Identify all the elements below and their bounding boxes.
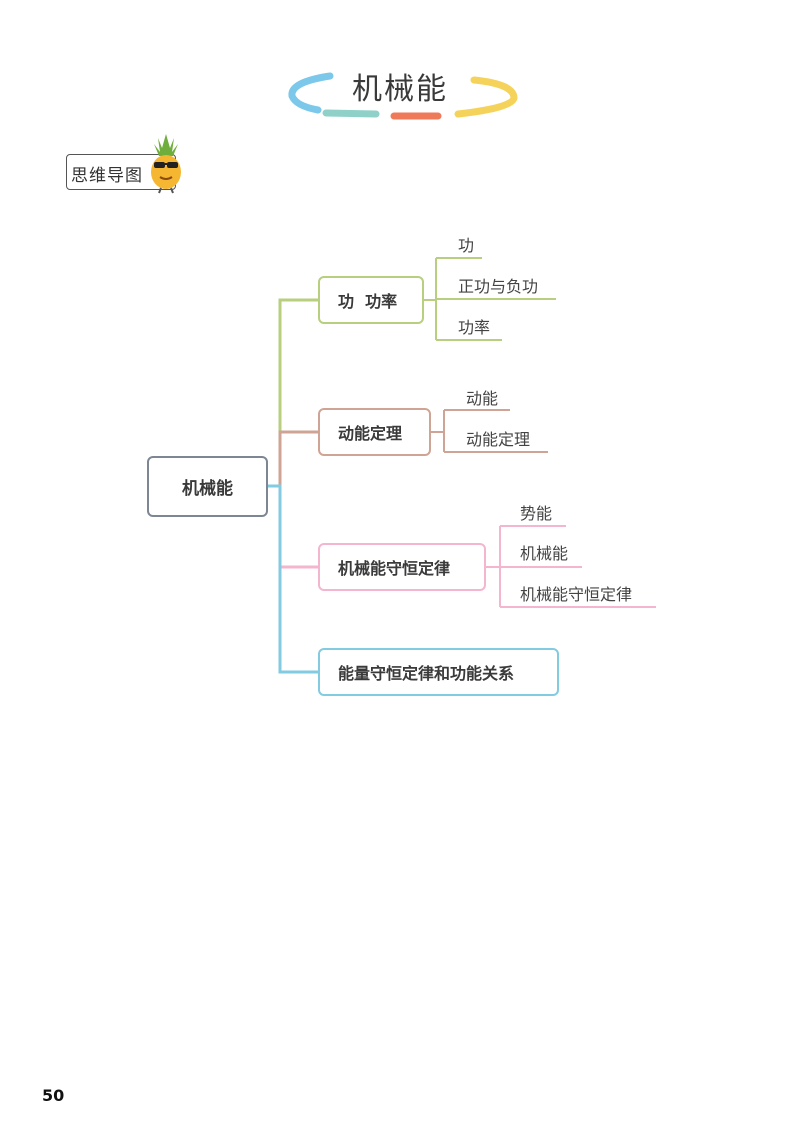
leaf-node: 正功与负功 (458, 277, 539, 296)
header-bottom-left-stroke (322, 109, 380, 118)
page-title: 机械能 (352, 72, 448, 107)
connector-root-branch3 (268, 484, 318, 674)
leaf-node: 动能 (466, 389, 499, 408)
header-left-arc (288, 72, 334, 114)
page-number: 50 (42, 1086, 65, 1105)
connector-root-branch0 (268, 298, 318, 488)
branch-node-mechanical-energy-conservation: 机械能守恒定律 (318, 543, 486, 591)
leaf-node: 机械能守恒定律 (520, 585, 633, 604)
header-right-arc (454, 76, 518, 118)
leaf-node: 功 (458, 236, 475, 255)
leaf-node: 动能定理 (466, 430, 531, 449)
connector-root-branch1 (278, 430, 318, 486)
connector-branch2-children (486, 525, 656, 608)
branch-label: 功 功率 (338, 292, 398, 311)
branch-node-kinetic-energy-theorem: 动能定理 (318, 408, 431, 456)
branch-label: 能量守恒定律和功能关系 (338, 664, 515, 683)
root-label: 机械能 (182, 479, 233, 499)
leaf-node: 机械能 (520, 544, 569, 563)
badge-label: 思维导图 (71, 166, 143, 186)
branch-node-energy-conservation: 能量守恒定律和功能关系 (318, 648, 559, 696)
connector-branch0-children (424, 257, 556, 341)
branch-label: 动能定理 (338, 424, 403, 443)
leaf-node: 势能 (520, 504, 553, 523)
pineapple-with-sunglasses-icon (151, 134, 181, 194)
connector-root-branch2 (278, 486, 318, 569)
connector-branch1-children (431, 409, 548, 453)
root-node: 机械能 (147, 456, 268, 517)
branch-label: 机械能守恒定律 (338, 559, 451, 578)
leaf-node: 功率 (458, 318, 491, 337)
branch-node-work-power: 功 功率 (318, 276, 424, 324)
